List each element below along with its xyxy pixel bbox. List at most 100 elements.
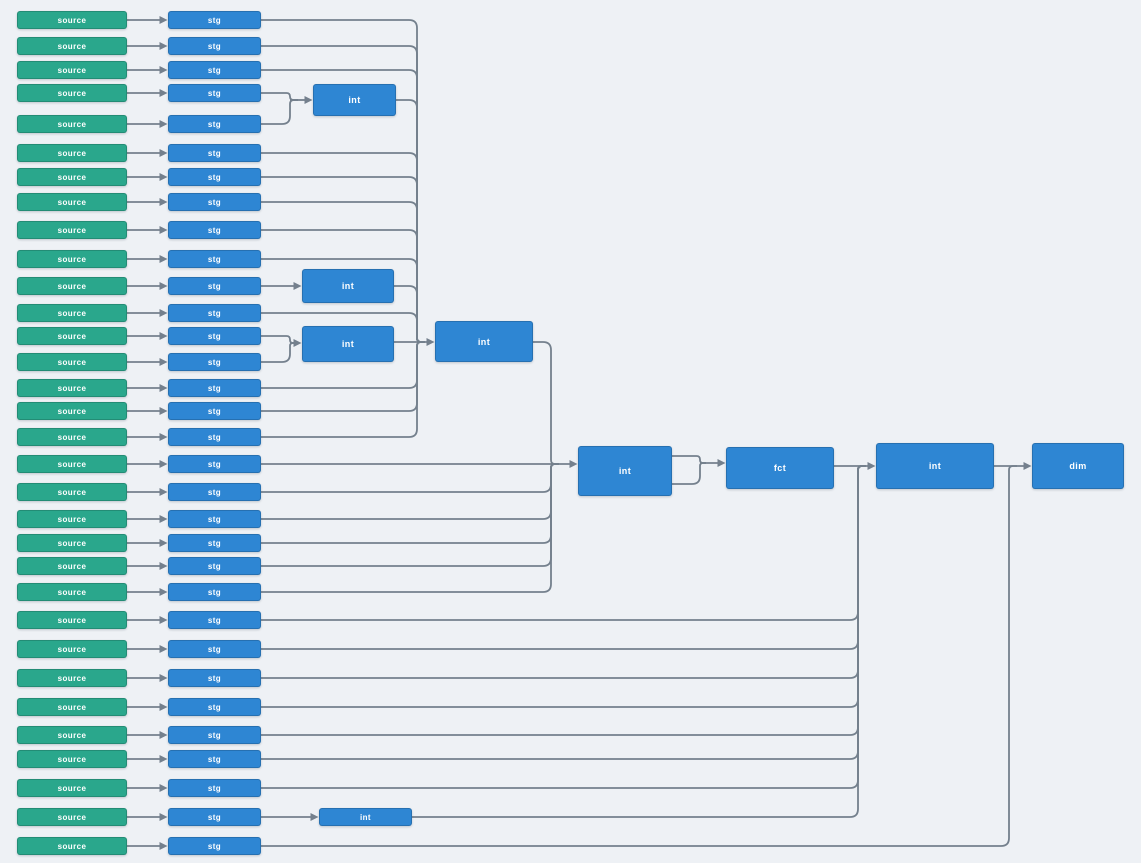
node-stg-16[interactable]: stg: [168, 402, 261, 420]
node-source-26[interactable]: source: [17, 669, 127, 687]
node-source-20[interactable]: source: [17, 510, 127, 528]
node-label: source: [57, 119, 87, 129]
node-stg-24[interactable]: stg: [168, 611, 261, 629]
node-source-15[interactable]: source: [17, 379, 127, 397]
node-source-13[interactable]: source: [17, 327, 127, 345]
node-stg-4[interactable]: stg: [168, 84, 261, 102]
node-int-3[interactable]: int: [876, 443, 994, 489]
node-stg-14[interactable]: stg: [168, 353, 261, 371]
node-source-6[interactable]: source: [17, 144, 127, 162]
node-source-21[interactable]: source: [17, 534, 127, 552]
node-source-8[interactable]: source: [17, 193, 127, 211]
node-label: stg: [207, 459, 222, 469]
node-source-5[interactable]: source: [17, 115, 127, 133]
node-source-12[interactable]: source: [17, 304, 127, 322]
node-stg-3[interactable]: stg: [168, 61, 261, 79]
node-label: source: [57, 281, 87, 291]
node-stg-25[interactable]: stg: [168, 640, 261, 658]
edge: [261, 341, 425, 438]
node-source-2[interactable]: source: [17, 37, 127, 55]
node-source-4[interactable]: source: [17, 84, 127, 102]
node-stg-17[interactable]: stg: [168, 428, 261, 446]
edge: [261, 342, 296, 363]
node-int-a[interactable]: int: [313, 84, 396, 116]
node-stg-6[interactable]: stg: [168, 144, 261, 162]
node-label: source: [57, 812, 87, 822]
node-int-b[interactable]: int: [302, 269, 394, 303]
node-label: stg: [207, 487, 222, 497]
node-source-7[interactable]: source: [17, 168, 127, 186]
node-source-9[interactable]: source: [17, 221, 127, 239]
node-label: stg: [207, 225, 222, 235]
node-stg-27[interactable]: stg: [168, 698, 261, 716]
node-source-22[interactable]: source: [17, 557, 127, 575]
node-source-27[interactable]: source: [17, 698, 127, 716]
node-stg-11[interactable]: stg: [168, 277, 261, 295]
node-source-3[interactable]: source: [17, 61, 127, 79]
node-stg-1[interactable]: stg: [168, 11, 261, 29]
node-label: source: [57, 615, 87, 625]
node-source-30[interactable]: source: [17, 779, 127, 797]
node-stg-8[interactable]: stg: [168, 193, 261, 211]
node-stg-7[interactable]: stg: [168, 168, 261, 186]
edge: [261, 465, 1017, 847]
node-label: source: [57, 88, 87, 98]
node-source-10[interactable]: source: [17, 250, 127, 268]
node-label: source: [57, 561, 87, 571]
node-stg-30[interactable]: stg: [168, 779, 261, 797]
node-label: stg: [207, 538, 222, 548]
node-source-18[interactable]: source: [17, 455, 127, 473]
node-label: source: [57, 754, 87, 764]
node-stg-5[interactable]: stg: [168, 115, 261, 133]
node-stg-29[interactable]: stg: [168, 750, 261, 768]
node-int-c[interactable]: int: [302, 326, 394, 362]
node-stg-26[interactable]: stg: [168, 669, 261, 687]
node-label: source: [57, 197, 87, 207]
node-stg-20[interactable]: stg: [168, 510, 261, 528]
node-int-main[interactable]: int: [435, 321, 533, 362]
node-int-d[interactable]: int: [319, 808, 412, 826]
node-stg-23[interactable]: stg: [168, 583, 261, 601]
edge: [261, 465, 866, 760]
edge: [396, 99, 425, 343]
node-stg-15[interactable]: stg: [168, 379, 261, 397]
node-stg-19[interactable]: stg: [168, 483, 261, 501]
node-source-31[interactable]: source: [17, 808, 127, 826]
node-stg-31[interactable]: stg: [168, 808, 261, 826]
node-source-19[interactable]: source: [17, 483, 127, 501]
node-label: stg: [207, 172, 222, 182]
node-label: dim: [1069, 461, 1087, 471]
node-label: stg: [207, 331, 222, 341]
node-stg-28[interactable]: stg: [168, 726, 261, 744]
node-stg-21[interactable]: stg: [168, 534, 261, 552]
node-stg-2[interactable]: stg: [168, 37, 261, 55]
node-label: stg: [207, 148, 222, 158]
node-source-17[interactable]: source: [17, 428, 127, 446]
node-source-25[interactable]: source: [17, 640, 127, 658]
node-stg-9[interactable]: stg: [168, 221, 261, 239]
node-source-28[interactable]: source: [17, 726, 127, 744]
node-label: stg: [207, 281, 222, 291]
node-source-24[interactable]: source: [17, 611, 127, 629]
node-stg-18[interactable]: stg: [168, 455, 261, 473]
node-source-1[interactable]: source: [17, 11, 127, 29]
node-stg-32[interactable]: stg: [168, 837, 261, 855]
node-dim-1[interactable]: dim: [1032, 443, 1124, 489]
node-label: stg: [207, 841, 222, 851]
node-fct-1[interactable]: fct: [726, 447, 834, 489]
node-stg-13[interactable]: stg: [168, 327, 261, 345]
node-label: int: [341, 281, 355, 291]
node-label: stg: [207, 514, 222, 524]
node-stg-22[interactable]: stg: [168, 557, 261, 575]
node-source-29[interactable]: source: [17, 750, 127, 768]
node-stg-12[interactable]: stg: [168, 304, 261, 322]
node-stg-10[interactable]: stg: [168, 250, 261, 268]
node-int-2[interactable]: int: [578, 446, 672, 496]
node-source-14[interactable]: source: [17, 353, 127, 371]
node-source-16[interactable]: source: [17, 402, 127, 420]
node-label: int: [341, 339, 355, 349]
node-source-23[interactable]: source: [17, 583, 127, 601]
edge: [261, 335, 296, 344]
node-source-11[interactable]: source: [17, 277, 127, 295]
node-source-32[interactable]: source: [17, 837, 127, 855]
